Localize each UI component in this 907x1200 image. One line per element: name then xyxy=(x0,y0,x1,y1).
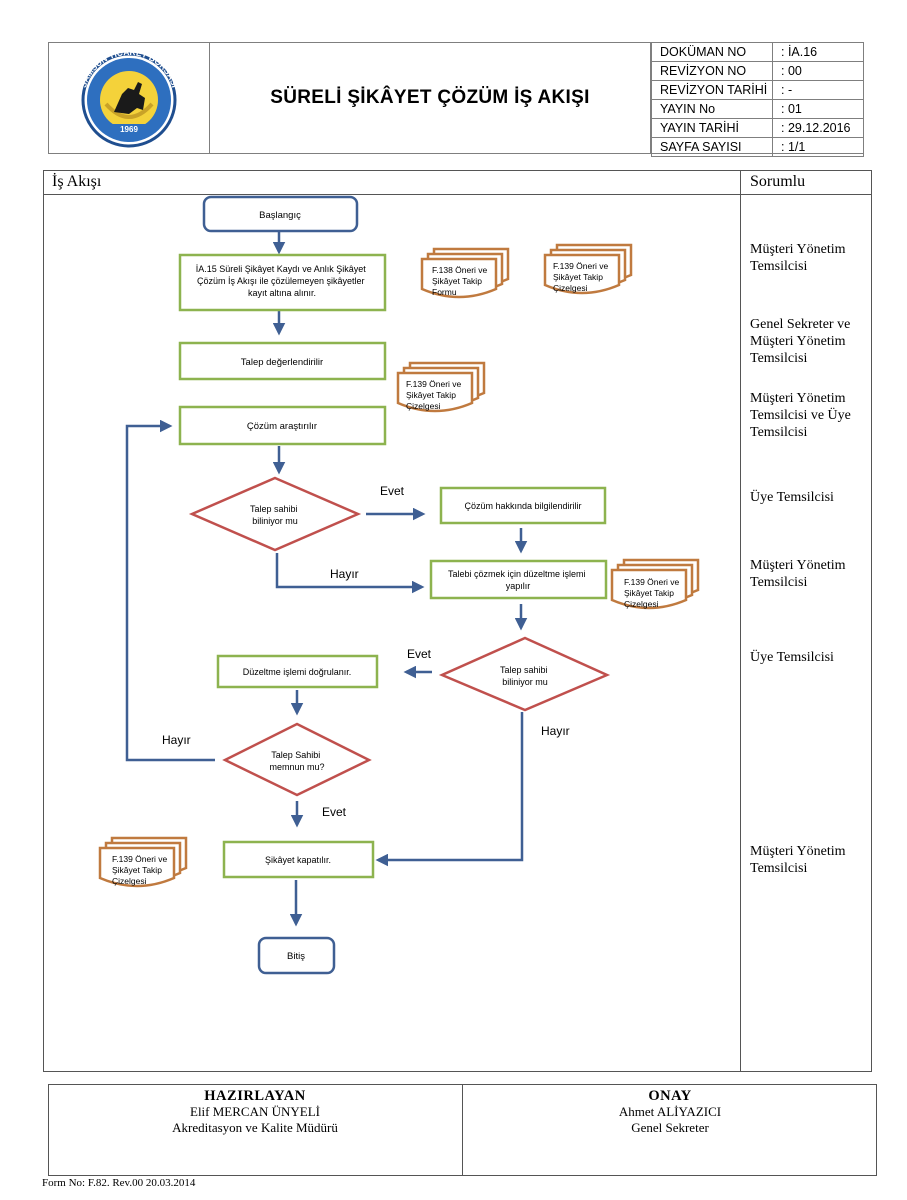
document-f138-label: F.138 Öneri ve Şikâyet Takip Formu xyxy=(432,265,490,297)
process-research xyxy=(178,405,387,446)
responsible-1: Müşteri Yönetim Temsilcisi xyxy=(750,242,846,274)
logo-seal-icon: 1969 SAMSUN TİCARET BORSASI xyxy=(78,47,180,148)
label-yes-1: Evet xyxy=(380,484,405,498)
label-no-1: Hayır xyxy=(330,567,359,581)
page-title: SÜRELİ ŞİKÂYET ÇÖZÜM İŞ AKIŞI xyxy=(270,87,590,108)
header-frame xyxy=(48,42,864,154)
process-inform-label: Çözüm hakkında bilgilendirilir xyxy=(464,501,581,511)
label-no-3: Hayır xyxy=(162,733,191,747)
decision-satisfied xyxy=(222,722,372,797)
process-research-label: Çözüm araştırılır xyxy=(247,421,317,432)
document-f139-d-label: F.139 Öneri ve Şikâyet Takip Çizelgesi xyxy=(112,854,170,886)
process-evaluate xyxy=(178,341,387,381)
meta-value: : 29.12.2016 xyxy=(772,118,864,138)
column-header-flow: İş Akışı xyxy=(52,173,102,190)
meta-key: REVİZYON TARİHİ xyxy=(651,80,773,100)
meta-row: YAYIN No: 01 xyxy=(651,99,864,119)
logo-year: 1969 xyxy=(120,125,138,134)
responsible-3: Müşteri Yönetim Temsilcisi ve Üye Temsil… xyxy=(750,391,851,440)
decision-owner-known-1-label: Talep sahibi biliniyor mu xyxy=(250,504,300,526)
process-record-complaint xyxy=(178,253,387,312)
label-yes-3: Evet xyxy=(322,805,347,819)
logo-cell: 1969 SAMSUN TİCARET BORSASI xyxy=(48,42,210,154)
document-f139-b-label: F.139 Öneri ve Şikâyet Takip Çizelgesi xyxy=(406,379,464,411)
decision-owner-known-1 xyxy=(188,476,362,552)
meta-key: SAYFA SAYISI xyxy=(651,137,773,157)
meta-row: REVİZYON TARİHİ: - xyxy=(651,80,864,100)
prepared-name: Elif MERCAN ÜNYELİ xyxy=(190,1104,320,1119)
process-verify-label: Düzeltme işlemi doğrulanır. xyxy=(243,667,352,677)
meta-row: YAYIN TARİHİ: 29.12.2016 xyxy=(651,118,864,138)
document-f138: F.138 Öneri ve Şikâyet Takip Formu xyxy=(420,247,510,299)
end-terminal xyxy=(257,936,336,975)
document-f139-a: F.139 Öneri ve Şikâyet Takip Çizelgesi xyxy=(543,243,633,295)
responsible-7: Müşteri Yönetim Temsilcisi xyxy=(750,844,846,876)
decision-satisfied-label: Talep Sahibi memnun mu? xyxy=(269,750,324,772)
responsible-4: Üye Temsilcisi xyxy=(750,490,834,505)
label-no-2: Hayır xyxy=(541,724,570,738)
approved-name: Ahmet ALİYAZICI xyxy=(618,1104,722,1119)
responsible-6: Üye Temsilcisi xyxy=(750,650,834,665)
process-inform xyxy=(439,486,607,525)
meta-row: SAYFA SAYISI: 1/1 xyxy=(651,137,864,157)
responsible-2: Genel Sekreter ve Müşteri Yönetim Temsil… xyxy=(750,317,851,366)
column-header-responsible: Sorumlu xyxy=(750,173,806,190)
document-meta-table: DOKÜMAN NO: İA.16 REVİZYON NO: 00 REVİZY… xyxy=(651,42,864,157)
column-divider xyxy=(740,170,741,1072)
process-evaluate-label: Talep değerlendirilir xyxy=(241,357,323,368)
arrow-decision2-no xyxy=(375,712,524,867)
arrow-decision3-no xyxy=(125,419,215,762)
arrow-decision1-no xyxy=(275,553,425,594)
document-f139-b: F.139 Öneri ve Şikâyet Takip Çizelgesi xyxy=(396,361,486,413)
document-f139-d: F.139 Öneri ve Şikâyet Takip Çizelgesi xyxy=(98,836,188,888)
prepared-role: Akreditasyon ve Kalite Müdürü xyxy=(172,1120,338,1135)
title-cell: SÜRELİ ŞİKÂYET ÇÖZÜM İŞ AKIŞI xyxy=(210,42,651,154)
process-close xyxy=(222,840,375,879)
end-label: Bitiş xyxy=(287,951,305,962)
approved-role: Genel Sekreter xyxy=(631,1120,709,1135)
document-f139-a-label: F.139 Öneri ve Şikâyet Takip Çizelgesi xyxy=(553,261,611,293)
meta-value: : 1/1 xyxy=(772,137,864,157)
approved-title: ONAY xyxy=(648,1088,692,1104)
prepared-title: HAZIRLAYAN xyxy=(204,1088,306,1104)
document-f139-c: F.139 Öneri ve Şikâyet Takip Çizelgesi xyxy=(610,558,700,610)
header-row-divider xyxy=(43,194,872,195)
meta-key: YAYIN TARİHİ xyxy=(651,118,773,138)
approved-by: ONAY Ahmet ALİYAZICI Genel Sekreter xyxy=(463,1088,877,1136)
process-correction-label: Talebi çözmek için düzeltme işlemi yapıl… xyxy=(448,569,588,591)
document-f139-c-label: F.139 Öneri ve Şikâyet Takip Çizelgesi xyxy=(624,577,682,609)
start-label: Başlangıç xyxy=(259,210,301,221)
process-record-complaint-label: İA.15 Süreli Şikâyet Kaydı ve Anlık Şikâ… xyxy=(196,264,369,298)
process-correction xyxy=(429,559,608,600)
workflow-frame xyxy=(43,170,872,1072)
signature-divider xyxy=(462,1084,463,1176)
responsible-5: Müşteri Yönetim Temsilcisi xyxy=(750,558,846,590)
process-close-label: Şikâyet kapatılır. xyxy=(265,855,331,865)
form-number: Form No: F.82. Rev.00 20.03.2014 xyxy=(42,1177,196,1189)
process-verify xyxy=(216,654,379,689)
decision-owner-known-2 xyxy=(438,636,611,712)
start-terminal xyxy=(202,195,359,233)
label-yes-2: Evet xyxy=(407,647,432,661)
decision-owner-known-2-label: Talep sahibi biliniyor mu xyxy=(500,665,550,687)
prepared-by: HAZIRLAYAN Elif MERCAN ÜNYELİ Akreditasy… xyxy=(48,1088,462,1136)
